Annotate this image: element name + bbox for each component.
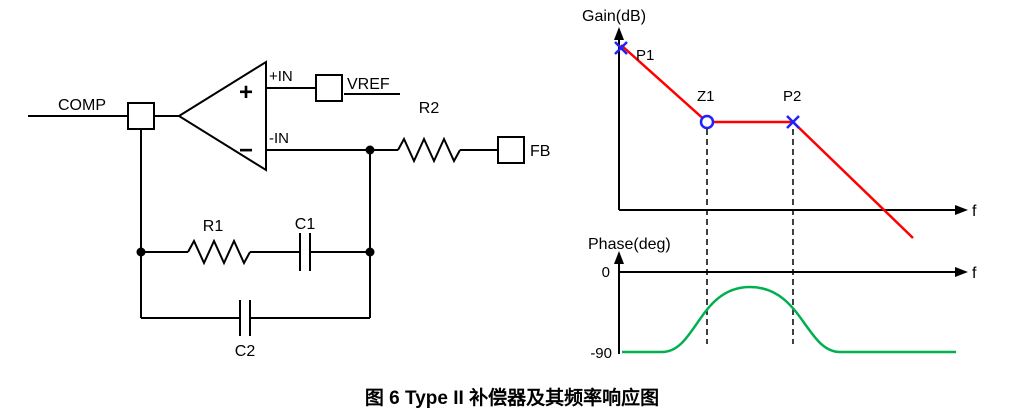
r2-label: R2 — [419, 100, 440, 117]
opamp-minus-sign: − — [239, 137, 253, 164]
gain-f-label: f — [972, 203, 977, 220]
compensator-circuit — [28, 60, 525, 336]
phase-curve — [622, 285, 956, 354]
circuit-labels: COMP + − +IN -IN VREF FB R2 R1 C1 C2 — [58, 68, 550, 360]
opamp-plus-sign: + — [239, 79, 253, 106]
fb-terminal-box — [497, 136, 525, 164]
gain-y-axis-arrow — [614, 27, 624, 40]
phase-plot: Phase(deg) f 0 -90 — [588, 236, 977, 362]
vref-label: VREF — [347, 76, 390, 93]
z1-label: Z1 — [697, 88, 715, 105]
phase-x-axis-arrow — [955, 267, 968, 277]
vref-terminal-box — [315, 74, 343, 102]
resistor-r1 — [187, 238, 251, 266]
p1-marker — [614, 41, 628, 55]
type2-compensator-figure: COMP + − +IN -IN VREF FB R2 R1 C1 C2 Gai… — [28, 8, 977, 362]
phase-f-label: f — [972, 265, 977, 282]
gain-plot-title: Gain(dB) — [582, 8, 646, 25]
resistor-r2 — [397, 136, 461, 164]
phase-y-axis-arrow — [614, 251, 624, 264]
comp-label: COMP — [58, 97, 106, 114]
p1-label: P1 — [636, 47, 654, 64]
c1-label: C1 — [295, 216, 316, 233]
z1-marker — [699, 114, 715, 130]
fb-label: FB — [530, 143, 550, 160]
phase-zero-tick-label: 0 — [602, 264, 610, 281]
gain-markers — [614, 41, 800, 130]
p2-label: P2 — [783, 88, 801, 105]
c2-label: C2 — [235, 343, 256, 360]
phase-plot-title: Phase(deg) — [588, 236, 671, 253]
figure-caption: 图 6 Type II 补偿器及其频率响应图 — [364, 388, 660, 409]
p2-marker — [786, 115, 800, 129]
comp-terminal-box — [127, 102, 155, 130]
gain-curve — [620, 44, 914, 239]
opamp-triangle — [177, 60, 267, 172]
gain-plot: Gain(dB) f P1 Z1 P2 — [582, 8, 977, 344]
gain-x-axis-arrow — [955, 205, 968, 215]
minus-in-label: -IN — [269, 130, 289, 147]
plus-in-label: +IN — [269, 68, 293, 85]
phase-minus90-tick-label: -90 — [590, 345, 612, 362]
r1-label: R1 — [203, 218, 224, 235]
